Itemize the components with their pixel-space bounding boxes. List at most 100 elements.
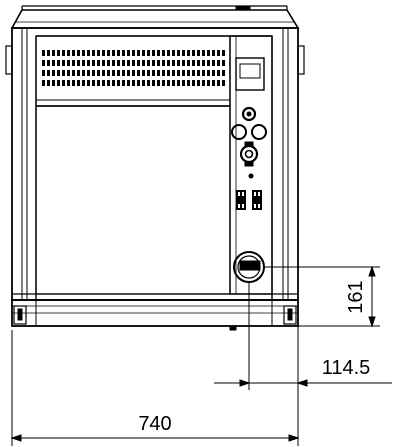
vent-slot xyxy=(147,50,150,56)
vent-slot xyxy=(62,50,65,56)
vent-slot xyxy=(72,50,75,56)
dimension-label-161: 161 xyxy=(345,280,367,313)
vent-slot xyxy=(207,60,210,66)
vent-slot xyxy=(52,70,55,76)
vent-slot xyxy=(132,80,135,86)
vent-slot xyxy=(127,70,130,76)
vent-slot xyxy=(217,70,220,76)
vent-slot xyxy=(132,50,135,56)
vent-slot xyxy=(52,50,55,56)
vent-slot xyxy=(187,60,190,66)
vent-slot xyxy=(57,60,60,66)
vent-slot xyxy=(152,70,155,76)
vent-slot xyxy=(122,80,125,86)
vent-slot xyxy=(77,80,80,86)
vent-slot xyxy=(47,80,50,86)
vent-slot xyxy=(117,70,120,76)
connector-sockets xyxy=(236,190,262,210)
vent-slot xyxy=(197,80,200,86)
vent-slot xyxy=(177,70,180,76)
left-foot xyxy=(13,305,27,325)
vent-slot xyxy=(187,50,190,56)
vent-slot xyxy=(167,50,170,56)
vent-slot xyxy=(82,80,85,86)
power-knob xyxy=(241,106,257,122)
right-control-knob xyxy=(251,124,267,140)
vent-slot xyxy=(47,50,50,56)
left-control-knob xyxy=(231,124,247,140)
top-cap xyxy=(10,9,300,29)
vent-slot xyxy=(142,50,145,56)
vent-slot xyxy=(187,70,190,76)
vent-slot xyxy=(157,60,160,66)
selector-knob xyxy=(239,144,259,164)
vent-slot xyxy=(112,80,115,86)
indicator-dot xyxy=(248,173,254,179)
vent-slot xyxy=(127,50,130,56)
vent-slot xyxy=(167,80,170,86)
vent-slot xyxy=(207,50,210,56)
vent-slot xyxy=(52,60,55,66)
vent-slot xyxy=(77,60,80,66)
vent-slot xyxy=(57,70,60,76)
vent-slot xyxy=(102,60,105,66)
vent-slot xyxy=(152,60,155,66)
vent-slot xyxy=(137,80,140,86)
vent-slot xyxy=(152,50,155,56)
vent-slot xyxy=(187,80,190,86)
vent-slot xyxy=(72,80,75,86)
vent-slot xyxy=(197,50,200,56)
vent-slot xyxy=(212,80,215,86)
vent-slot xyxy=(172,50,175,56)
vent-slot xyxy=(107,70,110,76)
cabinet-outline xyxy=(11,27,299,301)
vent-slot xyxy=(162,80,165,86)
vent-slot xyxy=(182,70,185,76)
vent-slot xyxy=(162,50,165,56)
vent-slot xyxy=(107,50,110,56)
vent-slot xyxy=(72,60,75,66)
vent-slot xyxy=(67,50,70,56)
cabinet-front-view xyxy=(5,5,305,331)
vent-slot xyxy=(192,70,195,76)
vent-slot xyxy=(172,80,175,86)
vent-slot xyxy=(67,80,70,86)
vent-slot xyxy=(177,60,180,66)
vent-slot xyxy=(202,50,205,56)
vent-slot xyxy=(177,80,180,86)
vent-slot xyxy=(137,70,140,76)
vent-slot xyxy=(67,70,70,76)
vent-slot xyxy=(87,60,90,66)
vent-slot xyxy=(97,60,100,66)
vent-slot xyxy=(182,60,185,66)
vent-slot xyxy=(217,80,220,86)
left-handle xyxy=(5,45,13,75)
vent-slot xyxy=(112,70,115,76)
vent-slot xyxy=(42,70,45,76)
vent-slot xyxy=(42,60,45,66)
right-handle xyxy=(297,45,305,75)
vent-slot xyxy=(77,50,80,56)
vent-slot xyxy=(122,50,125,56)
vent-slot xyxy=(87,50,90,56)
vent-slot xyxy=(222,80,225,86)
vent-slot xyxy=(122,70,125,76)
vent-slot xyxy=(162,60,165,66)
vent-slot xyxy=(177,50,180,56)
vent-slot xyxy=(72,70,75,76)
front-panel xyxy=(35,105,231,295)
dimension-label-114-5: 114.5 xyxy=(322,357,371,379)
vent-slot xyxy=(137,60,140,66)
vent-slot xyxy=(207,80,210,86)
vent-slot xyxy=(212,60,215,66)
vent-slot xyxy=(97,50,100,56)
vent-slot xyxy=(92,80,95,86)
vent-slot xyxy=(102,70,105,76)
vent-slot xyxy=(62,80,65,86)
vent-slot xyxy=(142,70,145,76)
vent-slot xyxy=(67,60,70,66)
vent-slot xyxy=(62,60,65,66)
vent-slot xyxy=(157,70,160,76)
vent-slot xyxy=(132,70,135,76)
vent-slot xyxy=(92,70,95,76)
